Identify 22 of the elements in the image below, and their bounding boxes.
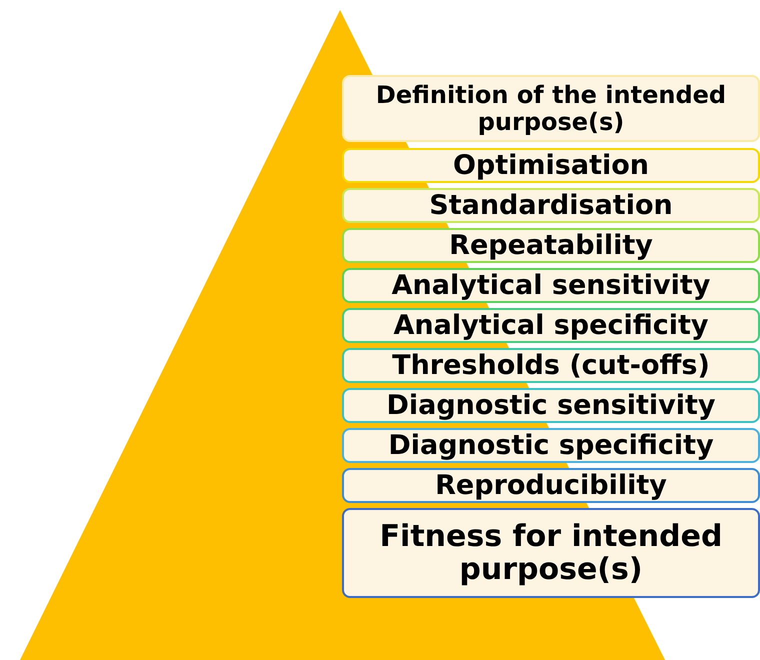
level-box <box>342 388 760 423</box>
level-label: Diagnostic sensitivity <box>386 390 716 420</box>
level-label: Thresholds (cut-offs) <box>392 350 710 380</box>
level-label: Diagnostic specificity <box>388 430 714 460</box>
level-box <box>342 148 760 183</box>
level-label: Analytical specificity <box>394 310 708 340</box>
level-box <box>342 508 760 598</box>
level-label: Analytical sensitivity <box>392 270 710 300</box>
level-box <box>342 188 760 223</box>
level-label: Standardisation <box>429 190 673 220</box>
level-box <box>342 268 760 303</box>
level-box <box>342 228 760 263</box>
level-box <box>342 348 760 383</box>
level-label: Reproducibility <box>435 470 667 500</box>
level-box <box>342 428 760 463</box>
level-label: Optimisation <box>452 150 650 180</box>
level-box <box>342 468 760 503</box>
level-label: Fitness for intended purpose(s) <box>378 520 724 586</box>
level-label: Repeatability <box>449 230 653 260</box>
level-box <box>342 308 760 343</box>
level-box <box>342 75 760 142</box>
level-label: Definition of the intended purpose(s) <box>374 82 728 135</box>
